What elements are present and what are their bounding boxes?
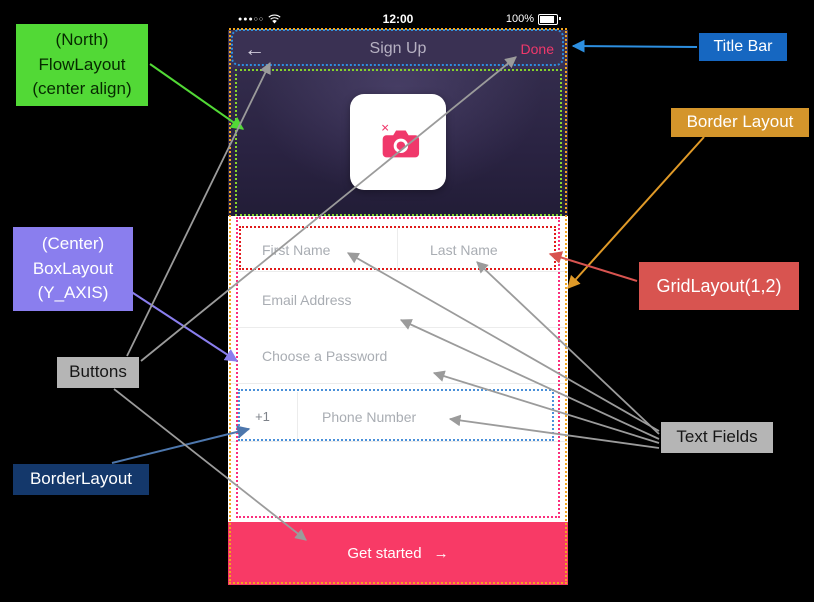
add-photo-button[interactable]: ✕	[350, 94, 446, 190]
buttons-label: Buttons	[57, 357, 139, 388]
arrow-right-icon: →	[433, 545, 449, 562]
border-layout-top-text: Border Layout	[686, 112, 794, 132]
title-bar-label: Title Bar	[699, 33, 787, 61]
last-name-placeholder: Last Name	[430, 241, 498, 258]
first-name-field[interactable]: First Name	[228, 228, 398, 271]
phone-row: +1 Phone Number	[228, 392, 568, 442]
get-started-button[interactable]: Get started →	[228, 522, 568, 585]
buttons-text: Buttons	[69, 362, 127, 382]
wifi-icon	[268, 14, 281, 24]
phone-mockup: ●●●○○ 12:00 100% ← Sign Up Done ✕	[228, 8, 568, 585]
phone-number-placeholder: Phone Number	[322, 408, 417, 425]
first-name-placeholder: First Name	[262, 241, 331, 258]
cta-label: Get started	[347, 545, 422, 562]
status-bar: ●●●○○ 12:00 100%	[228, 8, 568, 30]
back-button[interactable]: ←	[244, 37, 265, 61]
status-time: 12:00	[382, 12, 414, 26]
status-left: ●●●○○	[238, 14, 281, 24]
country-code-field[interactable]: +1	[228, 392, 298, 441]
text-fields-label: Text Fields	[661, 422, 773, 453]
box-layout-label: (Center) BoxLayout (Y_AXIS)	[13, 227, 133, 311]
password-field[interactable]: Choose a Password	[228, 328, 568, 384]
email-placeholder: Email Address	[262, 291, 352, 308]
photo-header: ✕	[228, 68, 568, 216]
title-bar-label-text: Title Bar	[713, 38, 773, 56]
flow-layout-label: (North) FlowLayout (center align)	[16, 24, 148, 106]
box-layout-line2: BoxLayout	[32, 258, 114, 278]
page-title: Sign Up	[369, 40, 427, 57]
title-bar: ← Sign Up Done	[228, 30, 568, 68]
camera-icon: ✕	[381, 122, 420, 158]
border-layout-top-label: Border Layout	[671, 108, 809, 137]
box-layout-line1: (Center)	[41, 234, 105, 254]
flow-layout-line2: FlowLayout	[38, 54, 126, 74]
border-layout-bottom-label: BorderLayout	[13, 464, 149, 495]
phone-number-field[interactable]: Phone Number	[298, 392, 568, 441]
signup-form: First Name Last Name Email Address Choos…	[228, 216, 568, 522]
done-button[interactable]: Done	[520, 41, 554, 57]
flow-layout-line1: (North)	[55, 30, 109, 50]
battery-icon	[538, 13, 561, 25]
last-name-field[interactable]: Last Name	[398, 228, 568, 271]
status-right: 100%	[505, 13, 561, 25]
name-row: First Name Last Name	[228, 228, 568, 272]
flow-layout-line3: (center align)	[32, 79, 132, 99]
box-layout-line3: (Y_AXIS)	[37, 283, 109, 303]
signal-dots-icon: ●●●○○	[238, 15, 265, 23]
grid-layout-label: GridLayout(1,2)	[639, 262, 799, 310]
border-layout-bottom-text: BorderLayout	[29, 469, 133, 489]
battery-percent: 100%	[505, 13, 534, 25]
grid-layout-text: GridLayout(1,2)	[656, 275, 782, 296]
password-placeholder: Choose a Password	[262, 347, 388, 364]
svg-text:✕: ✕	[381, 122, 390, 134]
country-code-value: +1	[255, 409, 270, 424]
text-fields-text: Text Fields	[676, 427, 758, 447]
email-field[interactable]: Email Address	[228, 272, 568, 328]
